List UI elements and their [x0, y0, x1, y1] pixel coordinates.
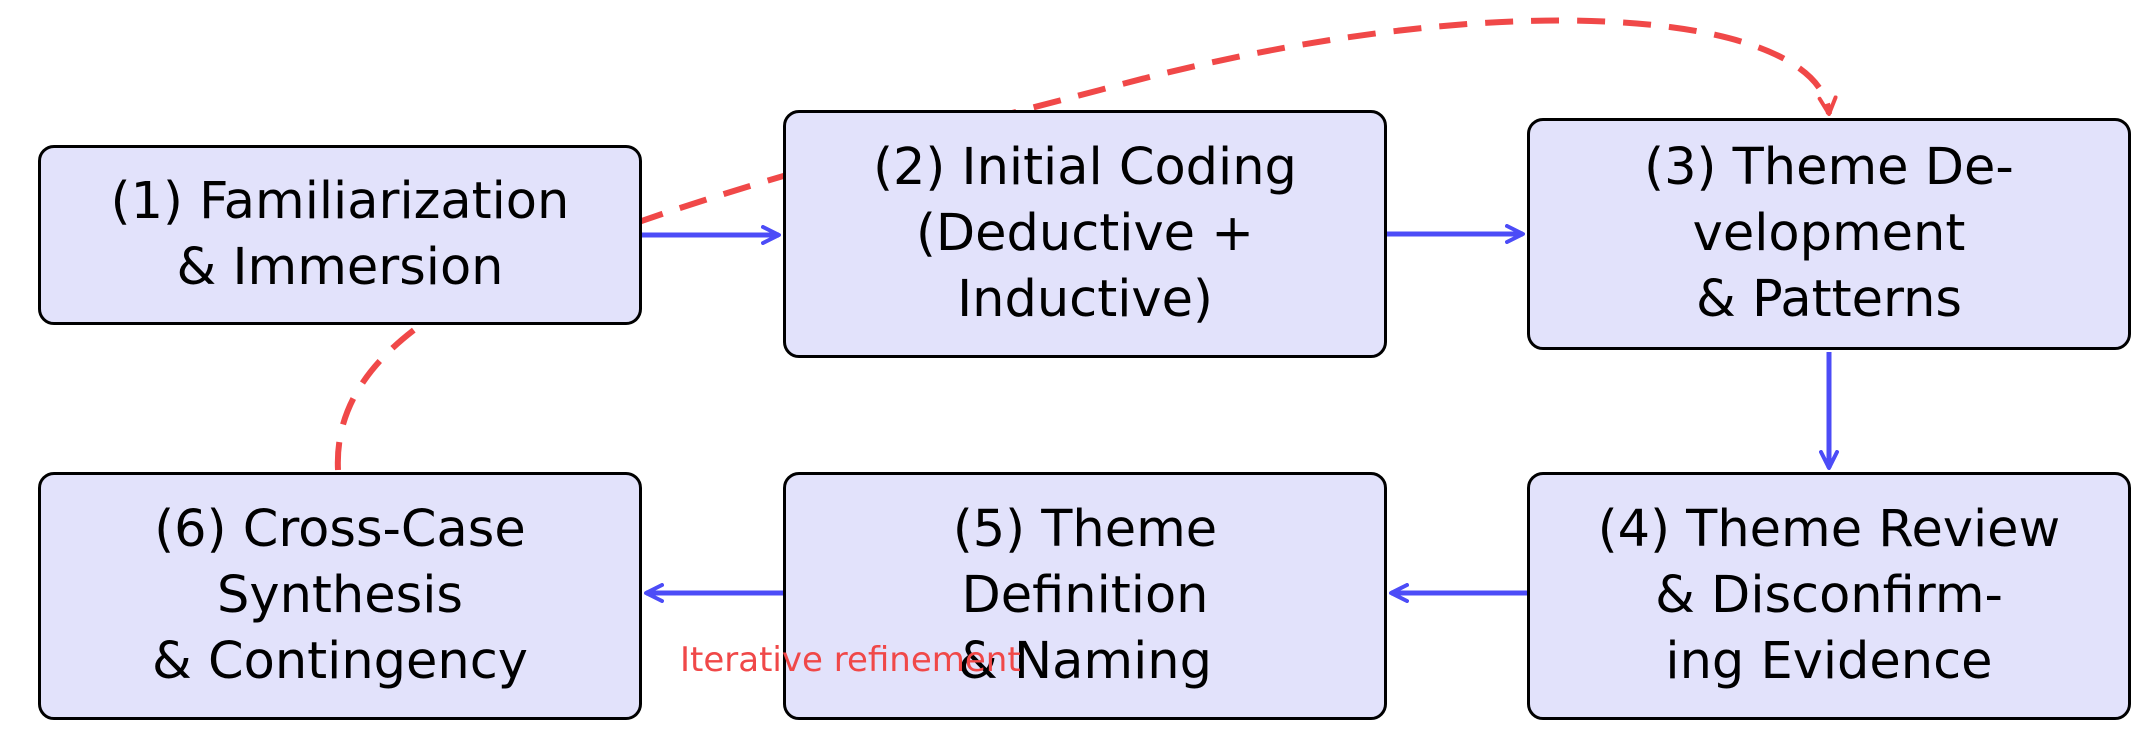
step-5-label: (5) Theme Definition & Naming — [953, 497, 1217, 695]
step-3-label: (3) Theme De- velopment & Patterns — [1644, 135, 2014, 333]
step-4-line-2: & Disconfirm- — [1655, 566, 2003, 625]
step-5-line-1: (5) Theme — [952, 500, 1218, 559]
step-3-theme-development-box: (3) Theme De- velopment & Patterns — [1527, 118, 2131, 350]
step-3-line-1: (3) Theme De- — [1644, 138, 2014, 197]
step-5-line-2: Definition — [961, 566, 1209, 625]
step-1-line-2: & Immersion — [176, 238, 504, 297]
step-6-cross-case-synthesis-box: (6) Cross-Case Synthesis & Contingency — [38, 472, 642, 720]
step-2-line-2: (Deductive + — [916, 204, 1254, 263]
step-2-line-3: Inductive) — [957, 270, 1213, 329]
step-6-line-2: Synthesis — [217, 566, 463, 625]
step-4-theme-review-box: (4) Theme Review & Disconfirm- ing Evide… — [1527, 472, 2131, 720]
step-6-line-1: (6) Cross-Case — [154, 500, 526, 559]
step-4-line-1: (4) Theme Review — [1597, 500, 2061, 559]
step-6-line-3: & Contingency — [152, 632, 528, 691]
edge-6-to-3-loop-arrow — [334, 17, 1838, 471]
step-3-line-3: & Patterns — [1695, 270, 1963, 329]
step-6-label: (6) Cross-Case Synthesis & Contingency — [152, 497, 528, 695]
step-2-initial-coding-box: (2) Initial Coding (Deductive + Inductiv… — [783, 110, 1387, 358]
step-2-label: (2) Initial Coding (Deductive + Inductiv… — [873, 135, 1297, 333]
step-5-line-3: & Naming — [958, 632, 1212, 691]
step-4-line-3: ing Evidence — [1665, 632, 1993, 691]
step-1-line-1: (1) Familiarization — [110, 172, 570, 231]
step-4-label: (4) Theme Review & Disconfirm- ing Evide… — [1598, 497, 2061, 695]
step-5-theme-definition-box: (5) Theme Definition & Naming — [783, 472, 1387, 720]
step-2-line-1: (2) Initial Coding — [873, 138, 1297, 197]
step-1-label: (1) Familiarization & Immersion — [111, 169, 570, 301]
step-1-familiarization-box: (1) Familiarization & Immersion — [38, 145, 642, 325]
iterative-refinement-label: Iterative refinement — [680, 640, 1021, 680]
step-3-line-2: velopment — [1692, 204, 1966, 263]
